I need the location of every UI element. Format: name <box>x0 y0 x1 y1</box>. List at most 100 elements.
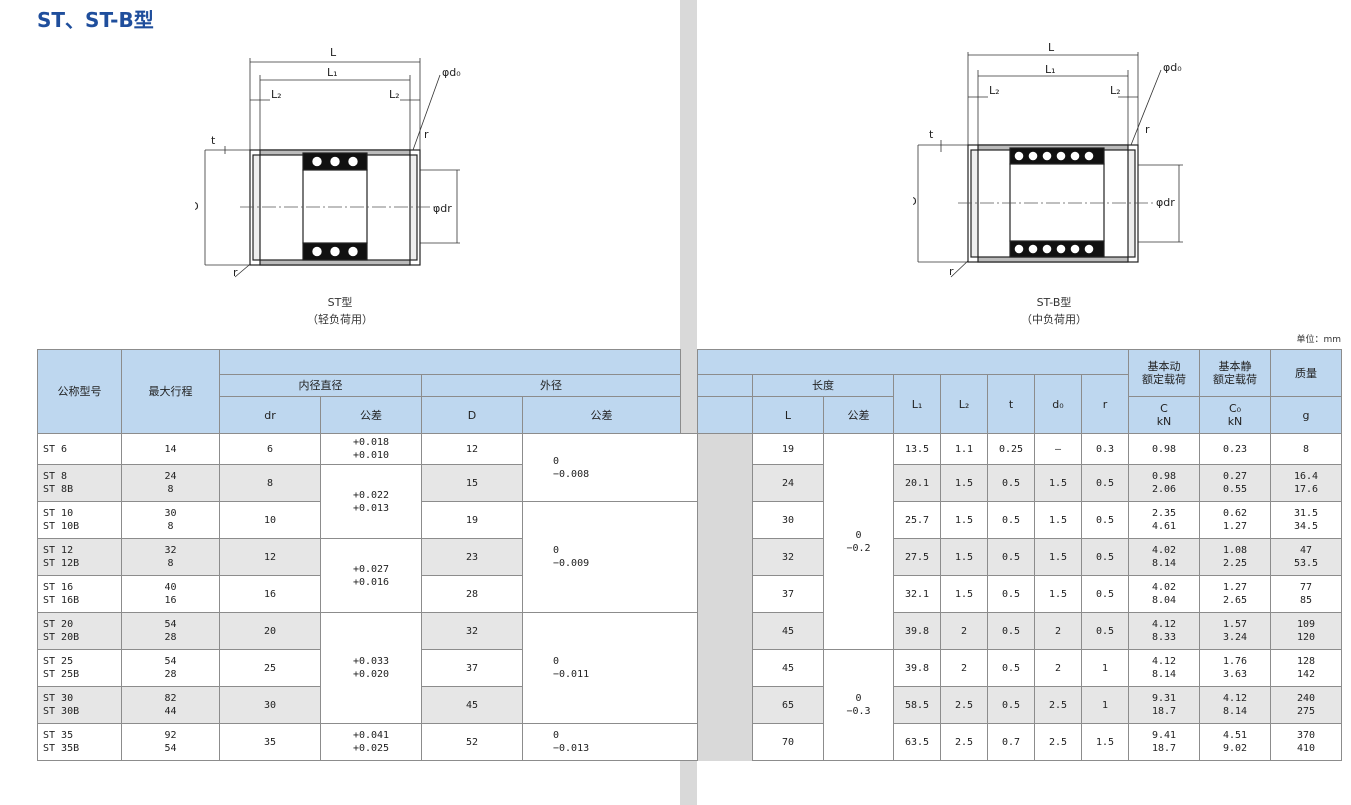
tol-D-cell: 0−0.011 <box>522 612 698 724</box>
tol-L-line1: 0 <box>855 529 862 541</box>
st-b-label-dr: φdr <box>1156 196 1175 209</box>
model-line1: ST 10 <box>43 508 74 519</box>
st-label-L2-right: L₂ <box>389 88 400 101</box>
st-label-L1: L₁ <box>327 66 338 79</box>
st-b-drawing: L L₁ L₂ L₂ φd₀ t φD φdr r r <box>913 41 1183 278</box>
c0-line2: 8.14 <box>1222 706 1248 717</box>
D-cell: 19 <box>421 501 523 539</box>
tol-D-cell: 0−0.008 <box>522 433 698 502</box>
st-label-d0: φd₀ <box>442 66 461 79</box>
tol-dr-line2: +0.010 <box>352 450 390 461</box>
c0-line1: 4.51 <box>1222 730 1248 741</box>
stroke-line2: 54 <box>164 743 177 754</box>
model-line1: ST 35 <box>43 730 74 741</box>
col-header-t: t <box>987 374 1035 434</box>
D-cell: 45 <box>421 686 523 724</box>
L-cell: 65 <box>752 686 824 724</box>
tol-dr-cell: +0.027+0.016 <box>320 538 422 613</box>
st-b-label-r-top: r <box>1145 123 1150 136</box>
stroke-line2: 16 <box>164 595 177 606</box>
mass-line2: 275 <box>1296 706 1316 717</box>
c0-line1: 1.76 <box>1222 656 1248 667</box>
dr-cell: 12 <box>219 538 321 576</box>
r-cell: 1 <box>1081 686 1129 724</box>
col-header-L: L <box>752 396 824 434</box>
c-line2: 8.14 <box>1151 558 1177 569</box>
unit-label: 单位：mm <box>1296 335 1341 345</box>
c0-header-line1: 基本静 <box>1218 360 1252 373</box>
d0-cell: 2 <box>1034 612 1082 650</box>
t-cell: 0.5 <box>987 575 1035 613</box>
c-line1: 9.31 <box>1151 693 1177 704</box>
c-line1: 4.12 <box>1151 619 1177 630</box>
col-header-tol-L: 公差 <box>823 396 894 434</box>
L-cell: 45 <box>752 612 824 650</box>
L2-cell: 2.5 <box>940 686 988 724</box>
st-label-L: L <box>330 46 337 59</box>
st-b-label-d0: φd₀ <box>1163 61 1182 74</box>
st-label-r-bottom: r <box>233 266 238 279</box>
r-cell: 0.5 <box>1081 464 1129 502</box>
mass-line1: 31.5 <box>1293 508 1319 519</box>
col-header-outer-dia: 外径 <box>421 374 681 397</box>
tol-dr-cell: +0.033+0.020 <box>320 612 422 724</box>
L2-cell: 1.5 <box>940 464 988 502</box>
model-line2: ST 30B <box>43 706 80 717</box>
col-header-stroke: 最大行程 <box>121 349 220 434</box>
d0-cell: 2.5 <box>1034 686 1082 724</box>
L-cell: 19 <box>752 433 824 465</box>
t-cell: 0.7 <box>987 723 1035 761</box>
model-line1: ST 20 <box>43 619 74 630</box>
dr-cell: 16 <box>219 575 321 613</box>
c0-line1: 4.12 <box>1222 693 1248 704</box>
col-header-d0: d₀ <box>1034 374 1082 434</box>
col-header-mass-unit: g <box>1270 396 1342 434</box>
d0-cell: 1.5 <box>1034 538 1082 576</box>
st-b-caption-load: （中负荷用） <box>1021 313 1087 326</box>
c-unit: kN <box>1156 415 1172 428</box>
model-line2: ST 8B <box>43 484 74 495</box>
model-line2: ST 35B <box>43 743 80 754</box>
col-header-tol-D: 公差 <box>522 396 681 434</box>
d0-cell: 1.5 <box>1034 464 1082 502</box>
tol-dr-line1: +0.027 <box>352 563 390 575</box>
stroke-line2: 28 <box>164 669 177 680</box>
mass-cell: 8 <box>1270 433 1342 465</box>
stroke-line2: 8 <box>167 521 174 532</box>
t-cell: 0.5 <box>987 649 1035 687</box>
D-cell: 32 <box>421 612 523 650</box>
stroke-line1: 40 <box>164 582 177 593</box>
c0-line1: 0.23 <box>1222 443 1248 455</box>
tol-dr-cell: +0.018+0.010 <box>320 433 422 465</box>
gutter-cell <box>697 433 753 761</box>
model-line2: ST 10B <box>43 521 80 532</box>
mass-line2: 17.6 <box>1293 484 1319 495</box>
mass-line1: 16.4 <box>1293 471 1319 482</box>
mass-line1: 77 <box>1299 582 1313 593</box>
st-b-label-L2-right: L₂ <box>1110 84 1121 97</box>
stroke-line1: 92 <box>164 730 177 741</box>
col-header-L2: L₂ <box>940 374 988 434</box>
col-header-inner-dia: 内径直径 <box>219 374 422 397</box>
col-header-mass: 质量 <box>1270 349 1342 397</box>
r-cell: 1 <box>1081 649 1129 687</box>
L2-cell: 2 <box>940 649 988 687</box>
dr-cell: 6 <box>219 433 321 465</box>
tol-D-line2: −0.008 <box>553 468 590 480</box>
mass-cell: 16.4 17.6 <box>1270 464 1342 502</box>
st-b-caption-type: ST-B型 <box>1036 296 1072 309</box>
